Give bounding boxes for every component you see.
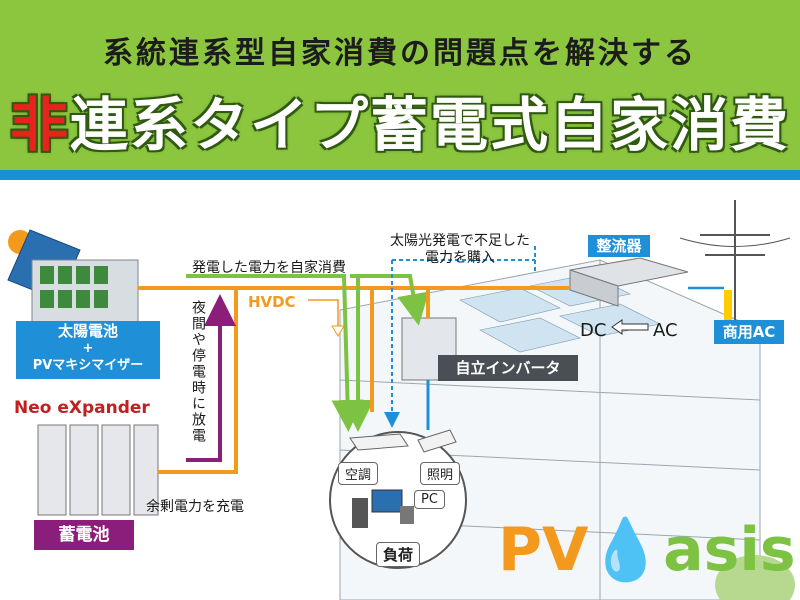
pc-label: PC xyxy=(414,490,445,509)
battery-brand: Neo eXpander xyxy=(14,398,150,418)
title-rest: 連系タイプ蓄電式自家消費 xyxy=(70,91,791,159)
header-banner xyxy=(0,0,800,170)
dc-ac-arrow-icon xyxy=(611,319,649,335)
load-label: 負荷 xyxy=(376,542,421,567)
lighting-label: 照明 xyxy=(420,462,461,485)
charge-line xyxy=(158,288,238,474)
system-diagram xyxy=(7,200,795,600)
self-consume-arrow xyxy=(186,274,364,432)
pvoasis-logo: PV💧asis xyxy=(498,520,796,580)
solar-label-box: 太陽電池 + PVマキシマイザー xyxy=(16,321,160,379)
battery-label: 蓄電池 xyxy=(34,520,134,550)
ac-label: AC xyxy=(653,320,678,341)
discharge-line xyxy=(186,294,236,462)
logo-pv: PV xyxy=(498,515,589,585)
shortage-label-line2: 電力を購入 xyxy=(425,250,495,266)
pole-marker xyxy=(724,290,732,320)
inverter-label: 自立インバータ xyxy=(438,355,578,381)
power-pole-icon xyxy=(679,200,791,320)
logo-asis: asis xyxy=(663,515,796,585)
solar-label-line1: 太陽電池 xyxy=(57,322,118,340)
night-discharge-label: 夜間や停電時に放電 xyxy=(190,300,206,444)
title-highlight: 非 xyxy=(9,91,70,159)
solar-label-line2: + xyxy=(82,341,94,356)
dc-label: DC xyxy=(580,320,607,341)
logo-drop-icon: 💧 xyxy=(588,515,664,585)
header-stripe xyxy=(0,170,800,180)
shortage-label-line1: 太陽光発電で不足した xyxy=(390,233,530,249)
purchase-line xyxy=(392,246,536,420)
solar-label-line3: PVマキシマイザー xyxy=(32,358,144,373)
aircon-label: 空調 xyxy=(338,462,379,485)
header-subtitle: 系統連系型自家消費の問題点を解決する xyxy=(103,36,697,71)
header-title: 非連系タイプ蓄電式自家消費 xyxy=(0,78,800,162)
grid-label: 商用AC xyxy=(714,320,784,344)
surplus-charge-label: 余剰電力を充電 xyxy=(146,499,244,515)
battery-rack-icon xyxy=(37,424,159,516)
hvdc-label: HVDC xyxy=(248,293,296,311)
rectifier-label: 整流器 xyxy=(588,235,650,257)
self-consume-label: 発電した電力を自家消費 xyxy=(192,260,346,276)
